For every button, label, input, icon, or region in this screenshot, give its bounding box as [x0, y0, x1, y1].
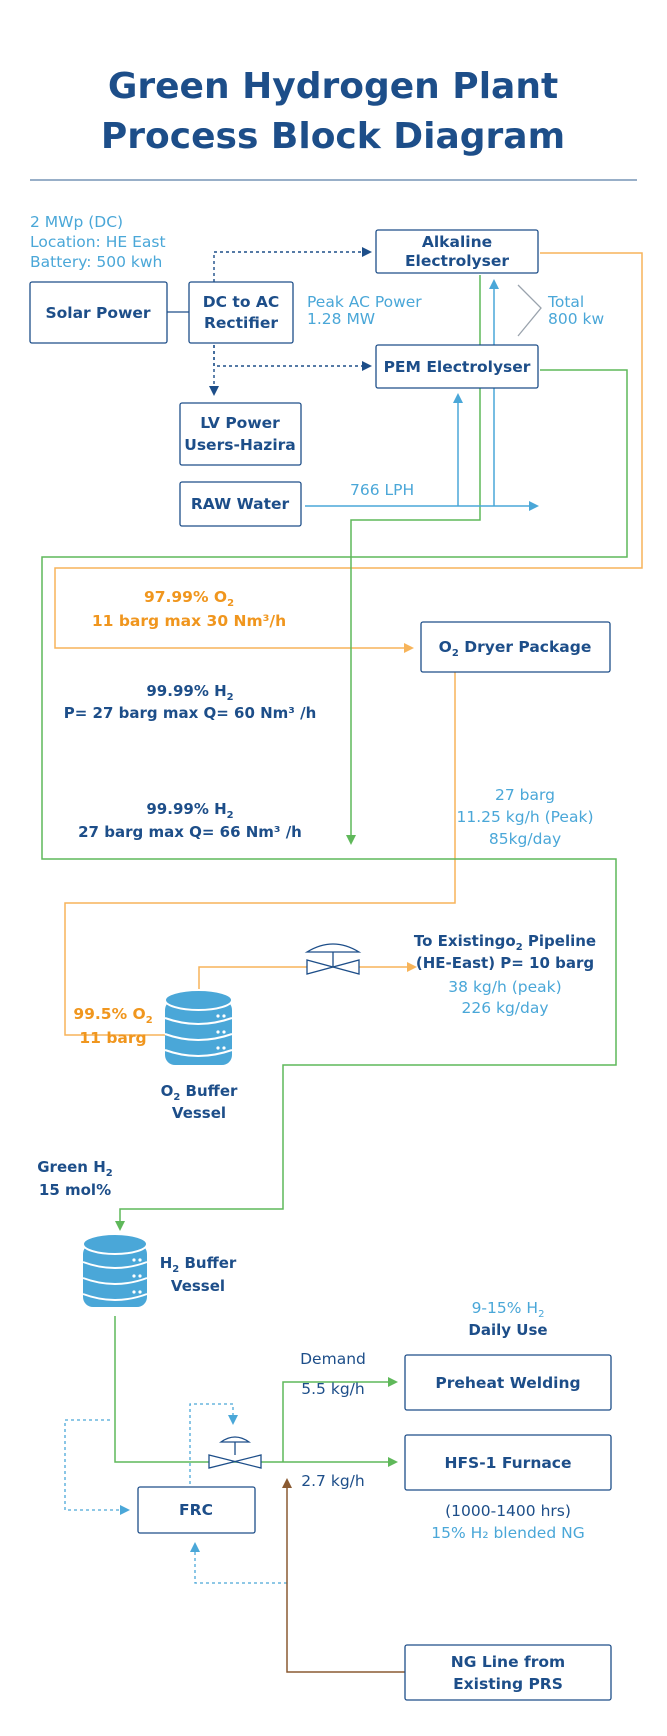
- lv-label-1: LV Power: [200, 414, 280, 432]
- h2-line-alkaline-down: [346, 275, 481, 845]
- o2-purity-text: 97.99% O2: [144, 588, 234, 609]
- o2-buffer-vessel-icon: [164, 989, 233, 1065]
- lv-label-2: Users-Hazira: [184, 436, 296, 454]
- ng-line: [282, 1478, 405, 1673]
- alkaline-label-2: Electrolyser: [405, 252, 509, 270]
- furnace-blend-text: 15% H₂ blended NG: [431, 1524, 584, 1542]
- alkaline-label-1: Alkaline: [422, 233, 492, 251]
- frc-label: FRC: [179, 1501, 213, 1519]
- o2-line-alkaline-to-dryer: [54, 252, 643, 653]
- ng-label-2: Existing PRS: [453, 1675, 563, 1693]
- hfs-furnace-box[interactable]: [404, 1434, 612, 1491]
- furnace-hours-text: (1000-1400 hrs): [445, 1502, 571, 1520]
- alkaline-electrolyser-box[interactable]: [375, 229, 539, 274]
- solar-capacity-text: 2 MWp (DC): [30, 213, 123, 231]
- pem-electrolyser-box[interactable]: [375, 344, 539, 389]
- daily-blend-text: 9-15% H2: [472, 1299, 545, 1320]
- h2-conditions-a-text: P= 27 barg max Q= 60 Nm³ /h: [64, 704, 317, 722]
- lv-power-users-box[interactable]: [179, 402, 302, 466]
- h2-line-pem-loop: [41, 369, 628, 1231]
- pipeline-peak-text: 38 kg/h (peak): [448, 978, 561, 996]
- solar-battery-text: Battery: 500 kwh: [30, 253, 162, 271]
- o2-conditions-text: 11 barg max 30 Nm³/h: [92, 612, 286, 630]
- solar-power-label: Solar Power: [45, 304, 150, 322]
- demand-label: Demand: [300, 1350, 366, 1368]
- title-line-2: Process Block Diagram: [101, 116, 565, 157]
- green-h2-text: Green H2: [37, 1158, 113, 1179]
- h2-peak-flow-text: 11.25 kg/h (Peak): [457, 808, 594, 826]
- h2-conditions-b-text: 27 barg max Q= 66 Nm³ /h: [78, 823, 302, 841]
- rectifier-label-1: DC to AC: [203, 293, 279, 311]
- o2-line-dryer-to-vessel: [64, 672, 456, 1036]
- control-line-left: [64, 1419, 130, 1515]
- control-line-to-valve: [189, 1403, 238, 1490]
- power-line-to-alkaline: [213, 247, 372, 282]
- h2-line-vessel-to-furnace: [114, 1316, 398, 1467]
- pipeline-title-text: To Existingo2 Pipeline: [414, 932, 596, 953]
- h2-daily-text: 85kg/day: [489, 830, 561, 848]
- o2-dryer-package-box[interactable]: [420, 621, 611, 673]
- demand-rate-2: 2.7 kg/h: [301, 1472, 364, 1490]
- peak-ac-value: 1.28 MW: [307, 310, 375, 328]
- solar-location-text: Location: HE East: [30, 233, 166, 251]
- control-line-ng-to-frc: [190, 1542, 287, 1584]
- frc-box[interactable]: [137, 1486, 256, 1534]
- preheat-welding-box[interactable]: [404, 1354, 612, 1411]
- o2-vessel-pressure-text: 11 barg: [79, 1029, 146, 1047]
- o2-control-valve-icon[interactable]: [304, 943, 362, 975]
- demand-rate-1: 5.5 kg/h: [301, 1380, 364, 1398]
- h2-line-to-preheat: [282, 1377, 398, 1462]
- h2-vessel-label-2: Vessel: [171, 1277, 225, 1295]
- h2-pressure-text: 27 barg: [495, 786, 555, 804]
- pipeline-pressure-text: (HE-East) P= 10 barg: [416, 954, 594, 972]
- ng-label-1: NG Line from: [451, 1653, 565, 1671]
- total-label: Total: [547, 293, 584, 311]
- hfs-furnace-label: HFS-1 Furnace: [444, 1454, 571, 1472]
- water-flow-text: 766 LPH: [350, 481, 414, 499]
- raw-water-label: RAW Water: [191, 495, 290, 513]
- o2-vessel-label-2: Vessel: [172, 1104, 226, 1122]
- peak-ac-label: Peak AC Power: [307, 293, 422, 311]
- h2-control-valve-icon[interactable]: [208, 1436, 262, 1469]
- rectifier-box[interactable]: [188, 281, 294, 344]
- solar-power-box[interactable]: [29, 281, 168, 344]
- pipeline-daily-text: 226 kg/day: [461, 999, 548, 1017]
- raw-water-box[interactable]: [179, 481, 302, 527]
- rectifier-label-2: Rectifier: [204, 314, 278, 332]
- total-bracket: [517, 284, 542, 337]
- green-h2-mol-text: 15 mol%: [39, 1181, 111, 1199]
- daily-use-text: Daily Use: [468, 1321, 547, 1339]
- o2-vessel-purity-text: 99.5% O2: [73, 1005, 152, 1026]
- ng-line-box[interactable]: [404, 1644, 612, 1701]
- h2-buffer-vessel-icon: [82, 1233, 148, 1307]
- pem-label: PEM Electrolyser: [384, 358, 531, 376]
- h2-purity-a-text: 99.99% H2: [146, 682, 233, 703]
- total-value: 800 kw: [548, 310, 604, 328]
- h2-purity-b-text: 99.99% H2: [146, 800, 233, 821]
- title-line-1: Green Hydrogen Plant: [108, 66, 558, 107]
- power-line-to-pem: [213, 345, 372, 371]
- o2-vessel-label: O2 Buffer: [161, 1082, 238, 1103]
- preheat-welding-label: Preheat Welding: [435, 1374, 580, 1392]
- o2-dryer-label: O2 Dryer Package: [439, 638, 592, 659]
- h2-vessel-label: H2 Buffer: [160, 1254, 237, 1275]
